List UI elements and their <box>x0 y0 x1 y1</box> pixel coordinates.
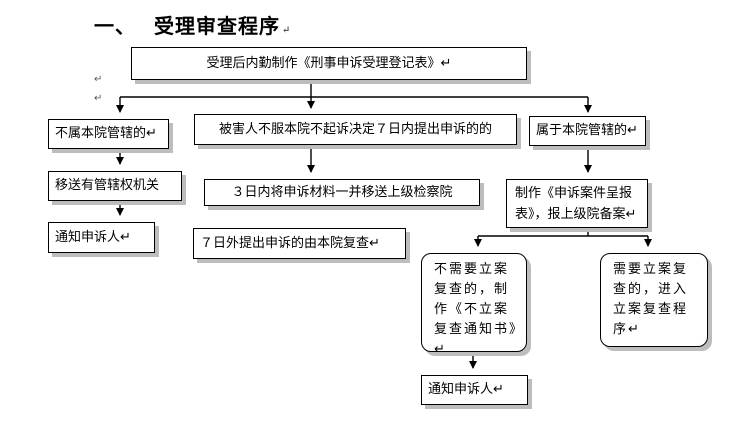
node-report-form: 制作《申诉案件呈报表》，报上级院备案↵ <box>506 179 648 228</box>
node-notify-left: 通知申诉人↵ <box>48 222 155 253</box>
page-title: 一、受理审查程序↵ <box>94 10 291 39</box>
paragraph-mark: ↵ <box>282 25 292 36</box>
node-no-case-review: 不需要立案复查的，制作《不立案复查通知书》↵ <box>421 253 527 357</box>
node-within-7-days: ３日内将申诉材料一并移送上级检察院 <box>204 179 480 206</box>
paragraph-mark: ↵ <box>94 93 103 104</box>
section-number: 一、 <box>94 14 136 38</box>
node-after-7-days: ７日外提出申诉的由本院复查↵ <box>193 228 406 259</box>
paragraph-mark: ↵ <box>94 74 103 85</box>
node-transfer: 移送有管辖权机关 <box>48 171 182 201</box>
node-jurisdiction: 属于本院管辖的↵ <box>529 116 646 146</box>
section-title: 受理审查程序 <box>154 14 280 38</box>
node-not-jurisdiction: 不属本院管辖的↵ <box>48 119 169 149</box>
node-intake: 受理后内勤制作《刑事申诉受理登记表》↵ <box>131 47 527 80</box>
node-victim-appeal: 被害人不服本院不起诉决定７日内提出申诉的的 <box>194 114 517 145</box>
node-case-review: 需要立案复查的，进入立案复查程序↵ <box>600 253 708 347</box>
node-notify-bottom: 通知申诉人↵ <box>421 375 528 405</box>
